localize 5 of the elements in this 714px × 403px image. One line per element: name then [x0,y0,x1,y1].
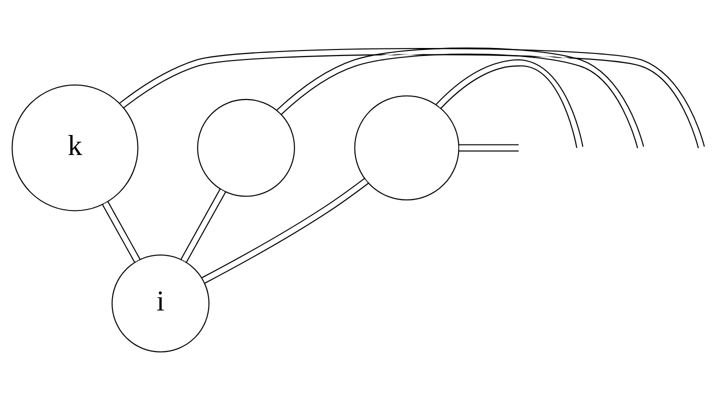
connector [202,178,369,284]
node-circle: i [112,254,210,352]
connector [102,201,141,263]
node-circle: k [12,84,138,212]
connector [180,188,226,263]
